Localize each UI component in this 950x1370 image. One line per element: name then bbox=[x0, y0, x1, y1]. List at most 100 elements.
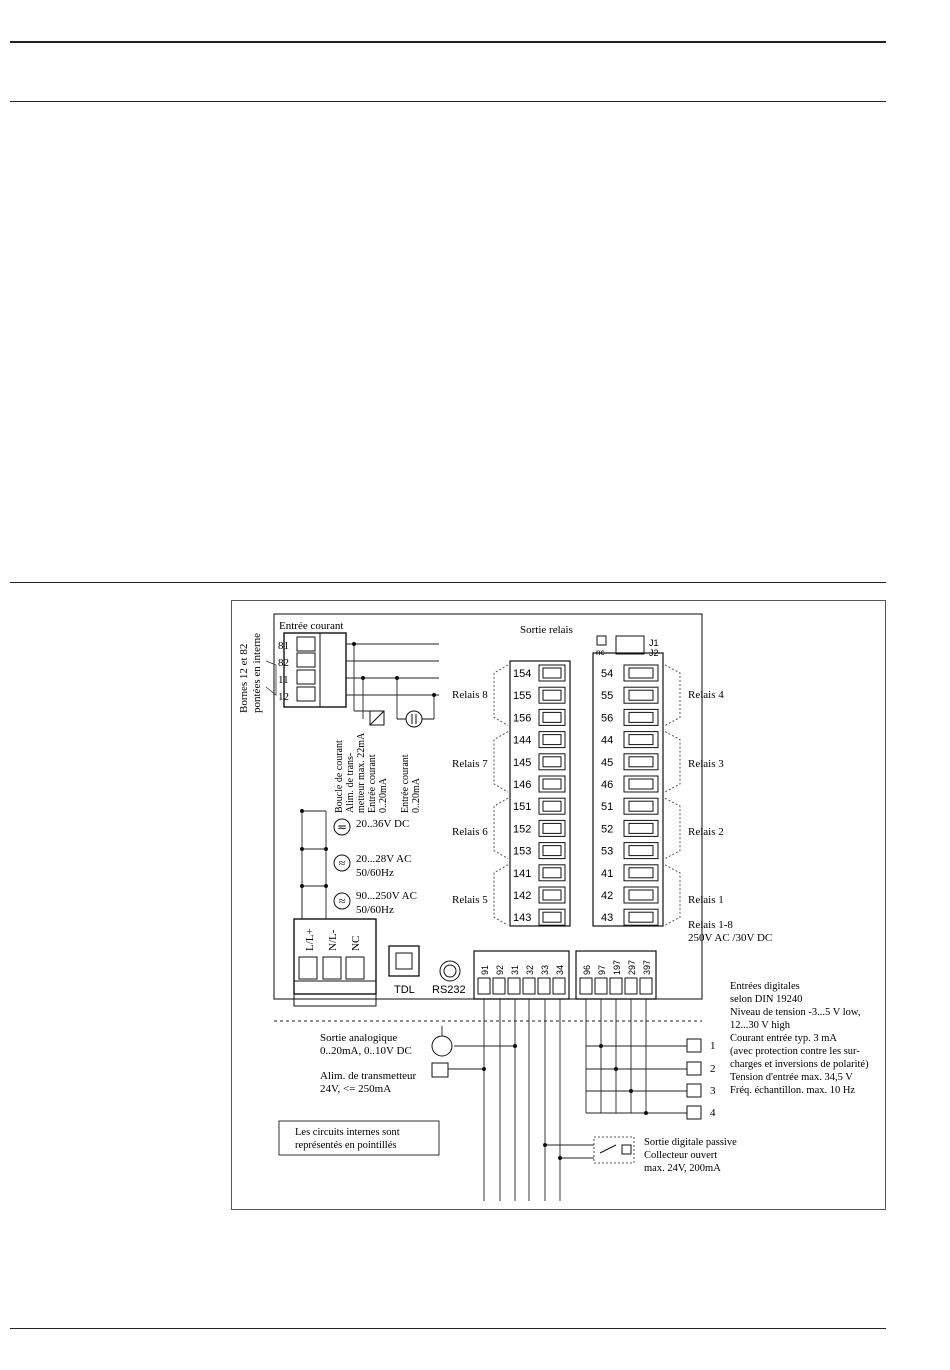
bottom-terminal-32 bbox=[522, 977, 536, 995]
svg-text:≈: ≈ bbox=[339, 856, 346, 870]
label-current-input-a-range: 0..20mA bbox=[378, 777, 389, 813]
nc-label: nc bbox=[596, 648, 604, 657]
relay-3-label: Relais 3 bbox=[688, 758, 724, 770]
relay-terminal-label-52: 52 bbox=[601, 823, 613, 835]
bottom-terminal-33 bbox=[537, 977, 551, 995]
terminal-11: 11 bbox=[278, 674, 289, 686]
relay-4-label: Relais 4 bbox=[688, 689, 724, 701]
relay-terminal-154 bbox=[538, 664, 566, 682]
digital-input-sources bbox=[686, 1038, 702, 1120]
relay-terminal-label-153: 153 bbox=[513, 846, 531, 858]
internal-note-box bbox=[278, 1120, 440, 1156]
relay-terminal-label-143: 143 bbox=[513, 912, 531, 924]
field-wiring bbox=[274, 999, 702, 1201]
bottom-terminal-label-31: 31 bbox=[510, 965, 520, 975]
digital-inputs-line-2: selon DIN 19240 bbox=[730, 994, 802, 1005]
jumper-j2: J2 bbox=[649, 648, 659, 658]
relay-terminal-51 bbox=[623, 797, 659, 815]
relay-terminal-label-54: 54 bbox=[601, 668, 613, 680]
tdl-label: TDL bbox=[394, 984, 415, 996]
section-rule-2 bbox=[10, 582, 886, 583]
relay-terminal-141 bbox=[538, 864, 566, 882]
transmitter-supply-icon bbox=[431, 1062, 449, 1078]
bottom-terminal-label-91: 91 bbox=[480, 965, 490, 975]
relay-terminal-153 bbox=[538, 842, 566, 860]
digital-output-symbol bbox=[621, 1144, 632, 1155]
relay-terminal-label-46: 46 bbox=[601, 779, 613, 791]
terminal-nc: NC bbox=[350, 936, 362, 951]
bottom-terminal-91 bbox=[477, 977, 491, 995]
digital-inputs-line-7: charges et inversions de polarité) bbox=[730, 1059, 869, 1070]
relay-terminal-44 bbox=[623, 731, 659, 749]
power-option-1: 20..36V DC bbox=[356, 818, 409, 830]
relay-terminal-146 bbox=[538, 775, 566, 793]
tdl-connector bbox=[388, 945, 420, 977]
bottom-terminal-96 bbox=[579, 977, 593, 995]
digital-input-4: 4 bbox=[710, 1107, 716, 1119]
label-current-input-b: Entrée courant bbox=[400, 754, 411, 813]
label-current-input-b-range: 0..20mA bbox=[411, 777, 422, 813]
relay-terminal-label-44: 44 bbox=[601, 735, 613, 747]
ac-source-icon bbox=[333, 854, 351, 872]
bottom-terminal-label-92: 92 bbox=[495, 965, 505, 975]
bottom-terminal-34 bbox=[552, 977, 566, 995]
svg-text:≈: ≈ bbox=[339, 894, 346, 908]
relay-terminal-56 bbox=[623, 708, 659, 726]
digital-inputs-line-5: Courant entrée typ. 3 mA bbox=[730, 1033, 837, 1044]
relay-terminal-42 bbox=[623, 886, 659, 904]
relay-block-left bbox=[509, 660, 571, 927]
relay-terminal-41 bbox=[623, 864, 659, 882]
relay-terminal-54 bbox=[623, 664, 659, 682]
transmitter-supply-title: Alim. de transmetteur bbox=[320, 1070, 417, 1082]
bottom-terminal-197 bbox=[609, 977, 623, 995]
digital-output-type: Collecteur ouvert bbox=[644, 1150, 717, 1161]
top-rule bbox=[10, 41, 886, 43]
relay-terminal-label-56: 56 bbox=[601, 712, 613, 724]
terminal-82: 82 bbox=[278, 657, 289, 669]
relay-terminal-label-42: 42 bbox=[601, 890, 613, 902]
jumper-block bbox=[615, 635, 645, 655]
bottom-terminal-92 bbox=[492, 977, 506, 995]
transmitter-symbol bbox=[369, 710, 385, 726]
section-rule-1 bbox=[10, 101, 886, 102]
relay-terminal-142 bbox=[538, 886, 566, 904]
relay-terminal-label-45: 45 bbox=[601, 757, 613, 769]
relay-terminal-155 bbox=[538, 686, 566, 704]
relay-terminal-label-53: 53 bbox=[601, 846, 613, 858]
relay-terminal-152 bbox=[538, 819, 566, 837]
label-current-input-a: Entrée courant bbox=[367, 754, 378, 813]
relay-terminal-55 bbox=[623, 686, 659, 704]
input-wiring bbox=[346, 643, 439, 719]
analog-output-range: 0..20mA, 0..10V DC bbox=[320, 1045, 412, 1057]
relay-terminal-label-151: 151 bbox=[513, 801, 531, 813]
digital-inputs-line-1: Entrées digitales bbox=[730, 981, 800, 992]
current-source-icon bbox=[405, 710, 423, 728]
relay-terminal-label-152: 152 bbox=[513, 823, 531, 835]
relay-terminal-label-51: 51 bbox=[601, 801, 613, 813]
svg-text:≂: ≂ bbox=[337, 820, 347, 834]
current-input-connector bbox=[283, 632, 347, 708]
rs232-label: RS232 bbox=[432, 984, 466, 996]
bottom-terminal-397 bbox=[639, 977, 653, 995]
power-connector bbox=[293, 918, 377, 1007]
bottom-terminal-31 bbox=[507, 977, 521, 995]
relay-terminal-label-41: 41 bbox=[601, 868, 613, 880]
analog-output-title: Sortie analogique bbox=[320, 1032, 397, 1044]
relay-terminal-label-142: 142 bbox=[513, 890, 531, 902]
internal-note-2: représentés en pointillés bbox=[295, 1140, 396, 1151]
internal-note-1: Les circuits internes sont bbox=[295, 1127, 400, 1138]
relay-terminal-label-154: 154 bbox=[513, 668, 531, 680]
bottom-terminal-label-33: 33 bbox=[540, 965, 550, 975]
relay-terminal-145 bbox=[538, 753, 566, 771]
power-option-2: 20...28V AC bbox=[356, 853, 411, 865]
bottom-terminal-label-96: 96 bbox=[582, 965, 592, 975]
digital-input-3: 3 bbox=[710, 1085, 716, 1097]
jumper-j1: J1 bbox=[649, 638, 659, 648]
relay-terminal-52 bbox=[623, 819, 659, 837]
relay-6-label: Relais 6 bbox=[452, 826, 488, 838]
digital-input-1: 1 bbox=[710, 1040, 716, 1052]
relay-1-label: Relais 1 bbox=[688, 894, 724, 906]
bridge-note-line1: Bornes 12 et 82 bbox=[238, 644, 250, 713]
relay-block-right bbox=[592, 652, 664, 927]
